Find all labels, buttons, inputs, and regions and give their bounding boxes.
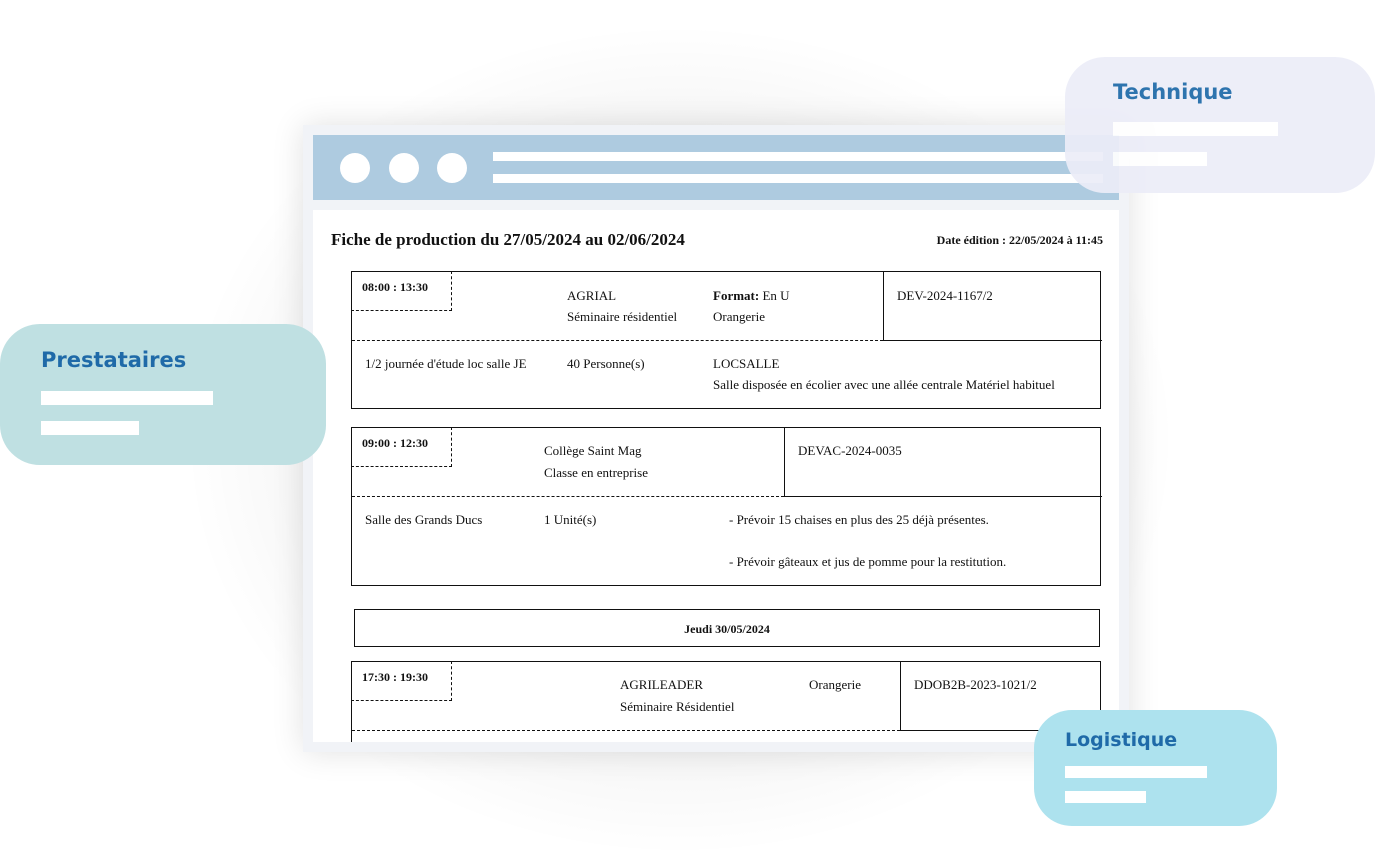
technique-bubble: Technique <box>1065 57 1375 193</box>
entry-quantity: 40 Personne(s) <box>567 356 645 371</box>
entry-event: Séminaire Résidentiel <box>620 699 735 714</box>
entry-service: 1/2 journée d'étude loc salle JE <box>365 356 527 371</box>
entry-room: Orangerie <box>809 677 861 692</box>
bubble-title: Technique <box>1113 80 1233 104</box>
entry-note: Salle disposée en écolier avec une allée… <box>713 377 1055 392</box>
bubble-placeholder-line <box>41 421 139 435</box>
row-divider <box>883 340 1102 341</box>
production-entry[interactable]: 17:30 : 19:30 AGRILEADER Séminaire Résid… <box>351 661 1102 742</box>
entry-time: 08:00 : 13:30 <box>351 271 452 311</box>
entry-client: AGRIAL <box>567 288 617 303</box>
row-divider <box>352 340 883 341</box>
entry-code: LOCSALLE <box>713 356 780 371</box>
entry-reference: DEV-2024-1167/2 <box>897 288 993 303</box>
entry-format: Format: En U <box>713 285 790 307</box>
prestataires-bubble: Prestataires <box>0 324 326 465</box>
bubble-placeholder-line <box>1113 152 1207 166</box>
column-divider <box>784 427 785 496</box>
bubble-title: Logistique <box>1065 729 1178 751</box>
window-titlebar <box>313 135 1119 200</box>
edition-date: Date édition : 22/05/2024 à 11:45 <box>936 233 1103 247</box>
bubble-placeholder-line <box>1065 766 1207 778</box>
entry-quantity: 1 Unité(s) <box>544 512 597 527</box>
row-divider <box>352 730 900 731</box>
window-dot-icon <box>389 153 419 183</box>
entry-reference: DDOB2B-2023-1021/2 <box>914 677 1037 692</box>
entry-event: Classe en entreprise <box>544 465 648 480</box>
window-dot-icon <box>340 153 370 183</box>
titlebar-placeholder-line <box>493 174 1103 183</box>
entry-time: 09:00 : 12:30 <box>351 427 452 467</box>
bubble-placeholder-line <box>1065 791 1146 803</box>
titlebar-placeholder-line <box>493 152 1103 161</box>
entry-room: Orangerie <box>713 309 765 324</box>
entry-note: - Prévoir 15 chaises en plus des 25 déjà… <box>729 512 989 527</box>
row-divider <box>784 496 1102 497</box>
entry-client: Collège Saint Mag <box>544 443 642 458</box>
entry-note: - Prévoir gâteaux et jus de pomme pour l… <box>729 554 1007 569</box>
column-divider <box>883 271 884 340</box>
entry-service: Salle des Grands Ducs <box>365 512 483 527</box>
bubble-placeholder-line <box>41 391 213 405</box>
format-value: En U <box>762 288 790 303</box>
browser-window: Fiche de production du 27/05/2024 au 02/… <box>303 125 1129 752</box>
format-label: Format: <box>713 288 760 303</box>
production-entry[interactable]: 09:00 : 12:30 Collège Saint Mag Classe e… <box>351 427 1102 586</box>
production-sheet: Fiche de production du 27/05/2024 au 02/… <box>313 210 1119 742</box>
row-divider <box>352 496 784 497</box>
production-entry[interactable]: 08:00 : 13:30 AGRIAL Séminaire résidenti… <box>351 271 1102 409</box>
row-divider <box>900 730 1102 731</box>
entry-event: Séminaire résidentiel <box>567 309 678 324</box>
window-dot-icon <box>437 153 467 183</box>
column-divider <box>900 661 901 730</box>
bubble-placeholder-line <box>1113 122 1278 136</box>
entry-client: AGRILEADER <box>620 677 704 692</box>
entry-time: 17:30 : 19:30 <box>351 661 452 701</box>
logistique-bubble: Logistique <box>1034 710 1277 826</box>
entry-reference: DEVAC-2024-0035 <box>798 443 902 458</box>
bubble-title: Prestataires <box>41 348 187 372</box>
day-header: Jeudi 30/05/2024 <box>354 609 1100 647</box>
document-title: Fiche de production du 27/05/2024 au 02/… <box>331 230 685 249</box>
